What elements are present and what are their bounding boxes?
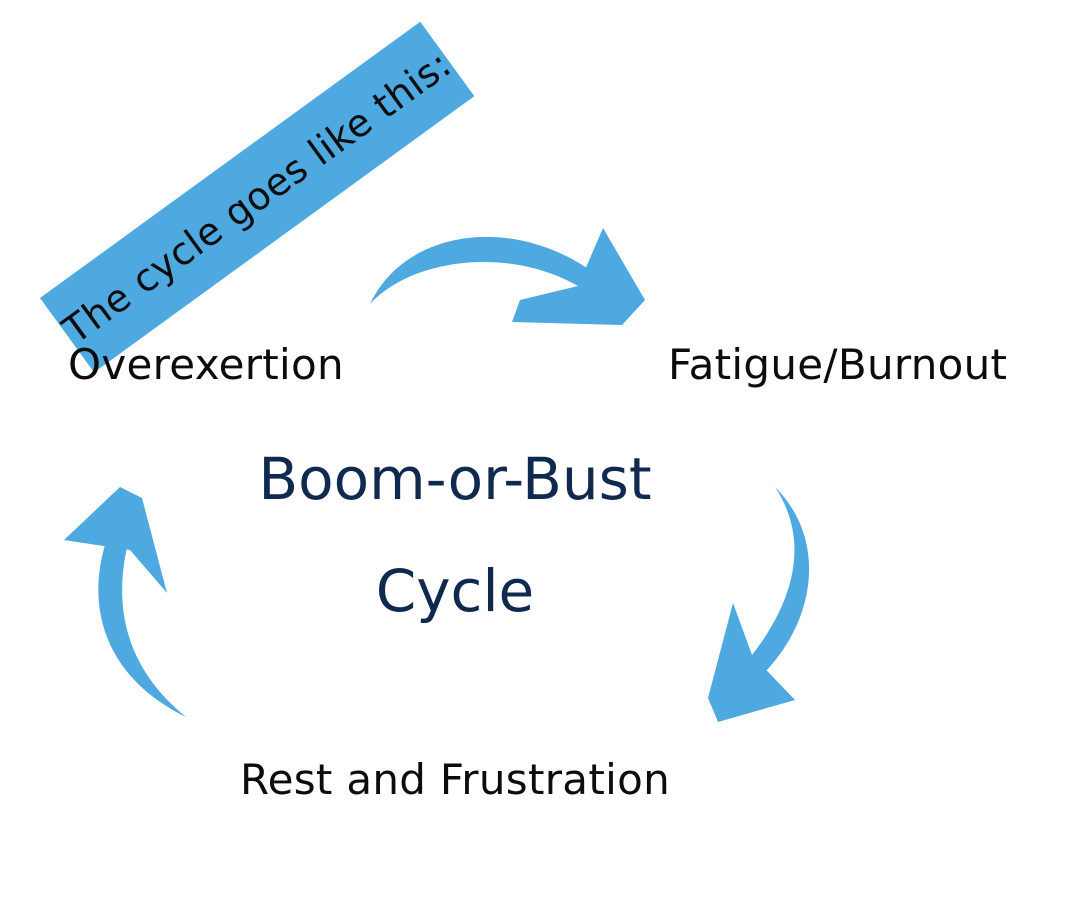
arrow-overexertion-to-fatigue <box>370 228 645 325</box>
arrow-head <box>512 228 645 325</box>
arrow-body <box>98 536 186 717</box>
node-rest-and-frustration: Rest and Frustration <box>240 755 670 804</box>
arrow-rest-to-overexertion <box>64 487 186 717</box>
node-fatigue-burnout: Fatigue/Burnout <box>668 340 1008 389</box>
diagram-title-line2: Cycle <box>375 557 535 625</box>
arrow-head <box>64 487 167 593</box>
arrow-head <box>708 603 795 722</box>
arrow-fatigue-to-rest <box>708 487 810 722</box>
arrow-body <box>752 487 810 672</box>
node-overexertion: Overexertion <box>68 340 344 389</box>
diagram-title-line1: Boom-or-Bust <box>258 445 652 513</box>
arrow-body <box>370 236 590 304</box>
